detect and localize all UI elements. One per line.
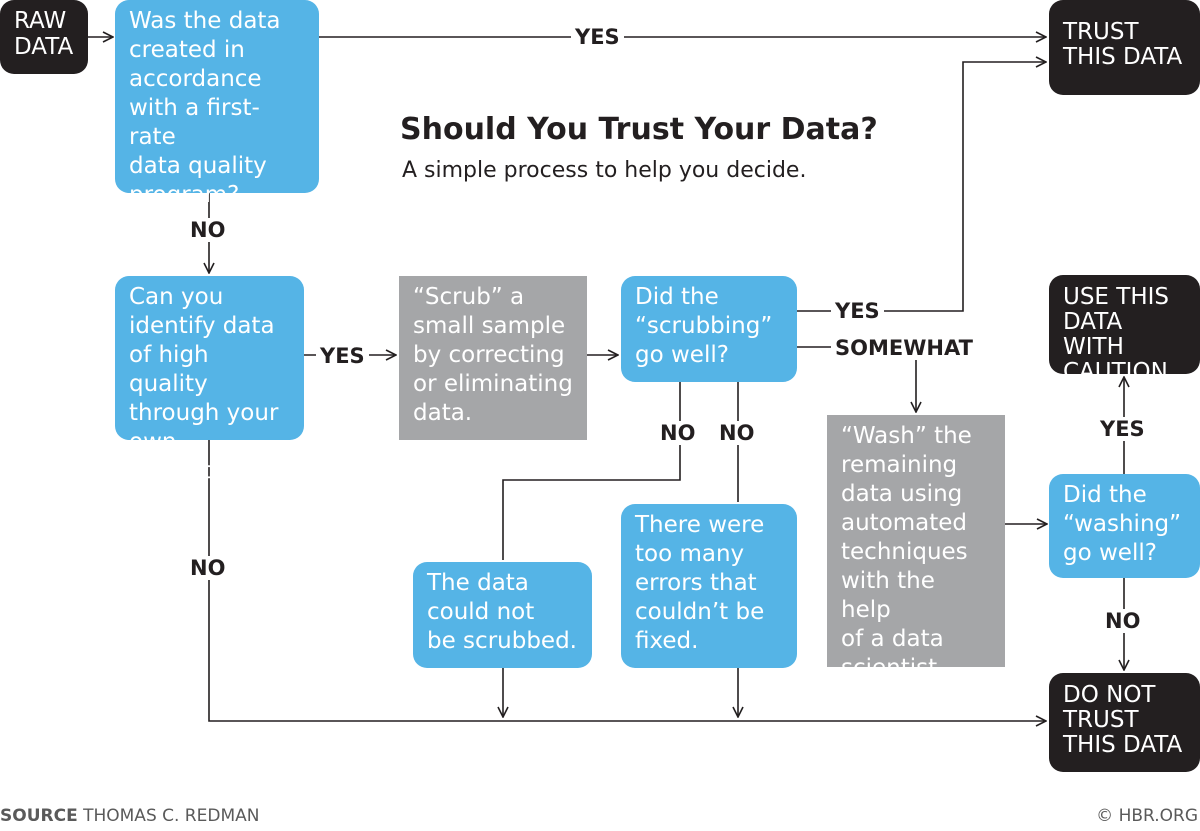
- node-q-washing-label: Did the “washing” go well?: [1063, 482, 1182, 566]
- label-no-q1: NO: [186, 218, 230, 242]
- label-yes-q4: YES: [1096, 417, 1149, 441]
- node-use-caution-label: USE THIS DATA WITH CAUTION: [1063, 284, 1170, 385]
- node-use-caution: USE THIS DATA WITH CAUTION: [1049, 275, 1200, 385]
- label-no-q2: NO: [186, 556, 230, 580]
- node-too-many-errors: There were too many errors that couldn’t…: [621, 504, 797, 668]
- node-q-first-rate-program: Was the data created in accordance with …: [115, 0, 319, 208]
- node-trust-label: TRUST THIS DATA: [1063, 19, 1183, 70]
- label-no-q3-right: NO: [715, 421, 759, 445]
- node-wash-remaining: “Wash” the remaining data using automate…: [827, 415, 1005, 681]
- diagram-title: Should You Trust Your Data?: [400, 112, 878, 147]
- node-q-identify-high-quality-label: Can you identify data of high quality th…: [129, 284, 279, 484]
- node-do-not-trust: DO NOT TRUST THIS DATA: [1049, 673, 1200, 772]
- node-trust: TRUST THIS DATA: [1049, 0, 1200, 95]
- copyright: © HBR.ORG: [1096, 806, 1198, 826]
- source-credit: SOURCE THOMAS C. REDMAN: [0, 806, 259, 826]
- node-q-first-rate-program-label: Was the data created in accordance with …: [129, 8, 281, 208]
- node-wash-remaining-label: “Wash” the remaining data using automate…: [841, 423, 972, 681]
- node-raw-data-label: RAW DATA: [14, 8, 74, 60]
- node-could-not-scrub-label: The data could not be scrubbed.: [427, 570, 577, 654]
- node-scrub-sample-label: “Scrub” a small sample by correcting or …: [413, 284, 573, 426]
- label-somewhat-q3: SOMEWHAT: [831, 336, 977, 360]
- edge-q2-no-to-donot: [208, 440, 1046, 721]
- node-q-scrubbing-label: Did the “scrubbing” go well?: [635, 284, 773, 368]
- node-too-many-errors-label: There were too many errors that couldn’t…: [635, 512, 765, 654]
- label-no-q3-left: NO: [656, 421, 700, 445]
- node-raw-data: RAW DATA: [0, 0, 88, 74]
- source-label: SOURCE: [0, 806, 78, 826]
- node-q-identify-high-quality: Can you identify data of high quality th…: [115, 276, 304, 484]
- label-no-q4: NO: [1101, 609, 1145, 633]
- node-do-not-trust-label: DO NOT TRUST THIS DATA: [1063, 682, 1183, 758]
- label-yes-q1: YES: [571, 25, 624, 49]
- edge-q3-yes-to-trust: [797, 62, 1046, 312]
- node-scrub-sample: “Scrub” a small sample by correcting or …: [399, 276, 587, 440]
- label-yes-q3: YES: [831, 299, 884, 323]
- source-text: THOMAS C. REDMAN: [83, 806, 260, 826]
- label-yes-q2: YES: [316, 344, 369, 368]
- diagram-subtitle: A simple process to help you decide.: [402, 158, 807, 183]
- node-q-scrubbing: Did the “scrubbing” go well?: [621, 276, 797, 382]
- node-could-not-scrub: The data could not be scrubbed.: [413, 562, 592, 668]
- node-q-washing: Did the “washing” go well?: [1049, 474, 1200, 578]
